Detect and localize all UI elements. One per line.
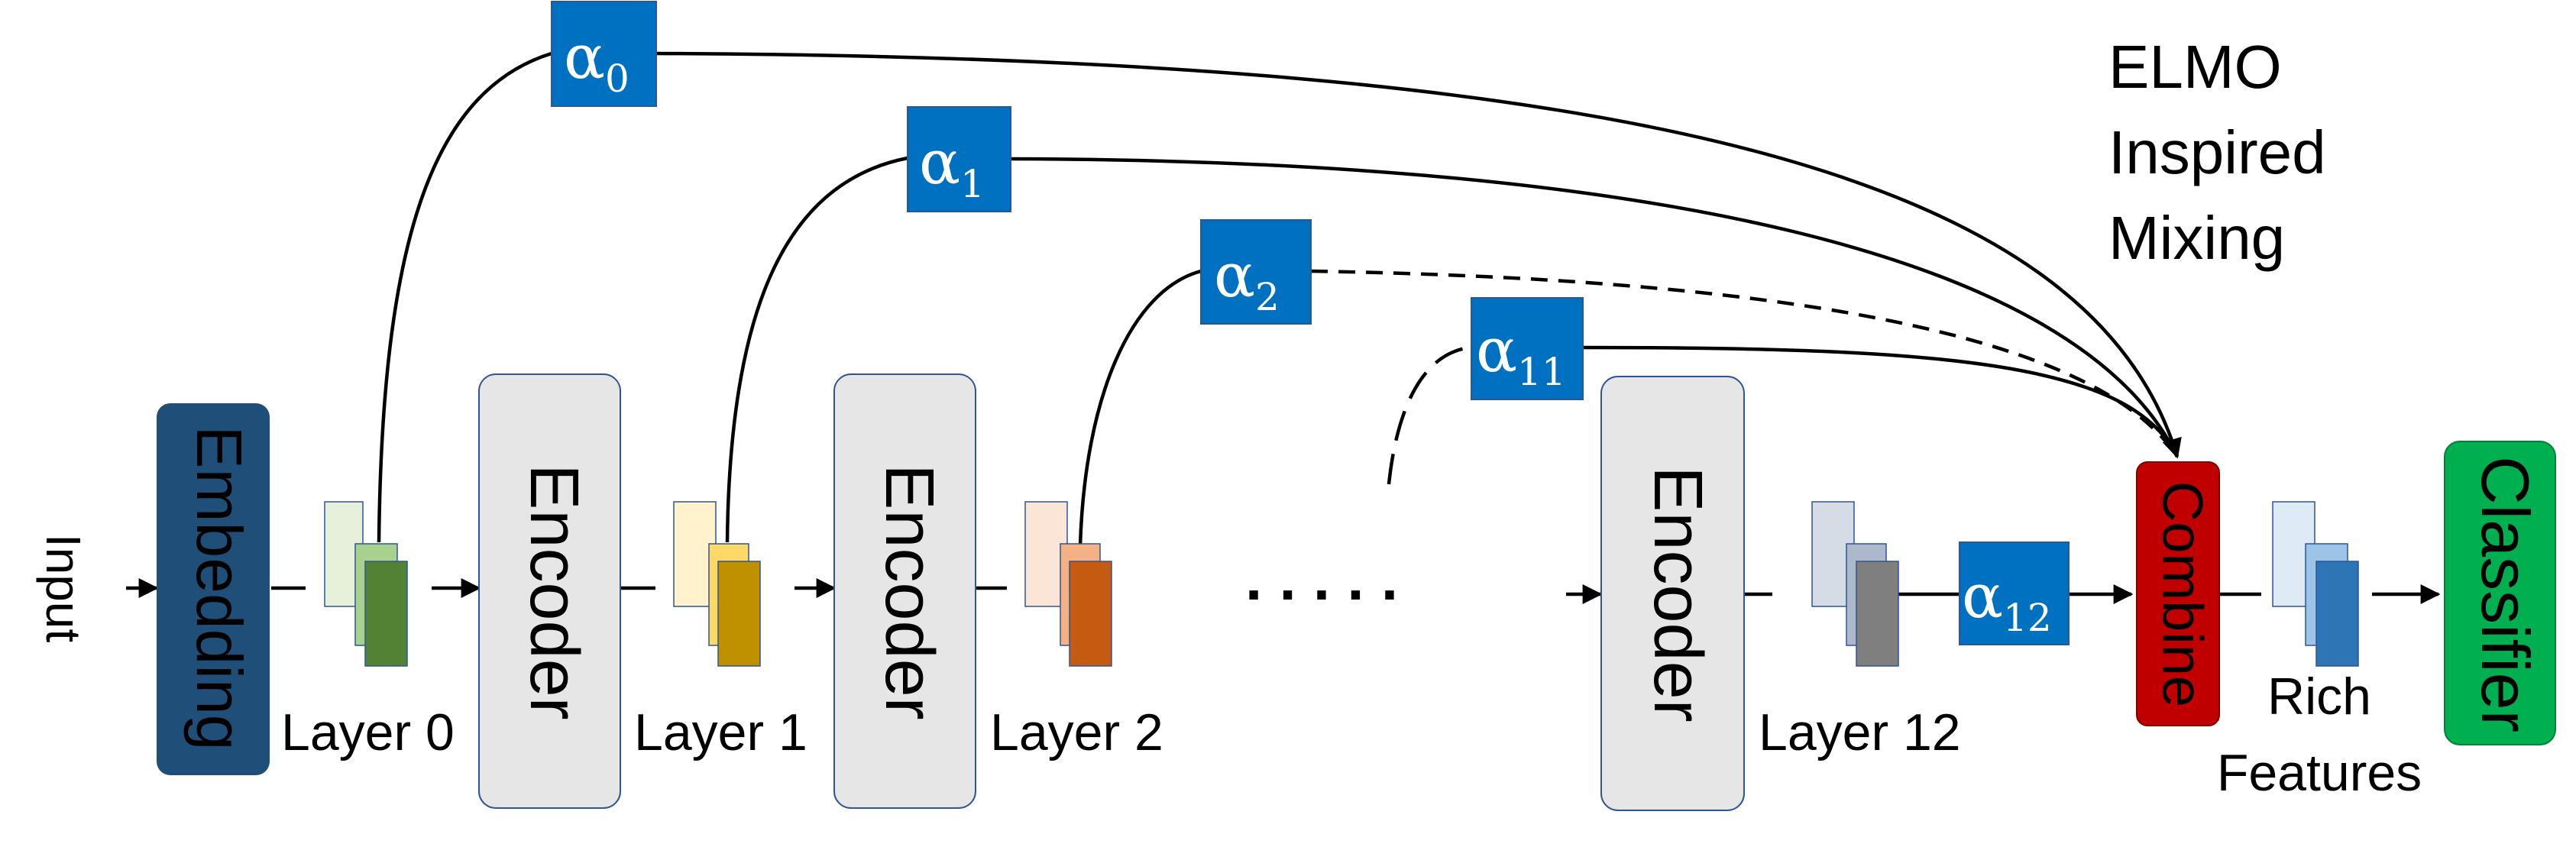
alpha-subscript: 12: [2003, 596, 2052, 640]
encoder-block-2: Encoder: [833, 373, 976, 809]
connector-layer2-alpha2: [1078, 269, 1202, 547]
alpha-1-box: α1: [907, 106, 1011, 212]
alpha-symbol: α: [1962, 561, 2003, 632]
encoder-label: Encoder: [1639, 466, 1716, 722]
rich-features-label-line1: Rich: [2267, 668, 2371, 726]
encoder-label: Encoder: [516, 464, 592, 719]
curve-alpha11-combine: [1582, 345, 2180, 457]
layer-12-stack: [1811, 501, 1899, 667]
alpha-2-box: α2: [1200, 219, 1312, 325]
alpha-symbol: α: [1476, 315, 1517, 386]
input-label: Input: [36, 534, 91, 643]
title-line-1: ELMO: [2108, 33, 2282, 101]
title-line-3: Mixing: [2108, 204, 2285, 272]
layer-1-sheet-front: [717, 561, 761, 667]
connector-layer0-alpha0: [377, 51, 552, 543]
encoder-block-3: Encoder: [1600, 376, 1745, 811]
layer-0-label: Layer 0: [281, 703, 455, 761]
layer-2-sheet-front: [1069, 561, 1112, 667]
combine-block: Combine: [2136, 461, 2220, 726]
rich-sheet-front: [2315, 561, 2359, 667]
encoder-block-1: Encoder: [478, 373, 621, 809]
layer-to-alpha-connectors: [377, 51, 1472, 547]
svg-text:α1: α1: [919, 127, 985, 206]
alpha-subscript: 11: [1517, 350, 1566, 394]
classifier-block: Classifier: [2444, 441, 2556, 745]
svg-text:α12: α12: [1962, 561, 2052, 640]
alpha-subscript: 0: [605, 57, 629, 101]
svg-text:α0: α0: [564, 21, 629, 101]
svg-text:α11: α11: [1476, 315, 1566, 394]
svg-text:α2: α2: [1214, 240, 1280, 319]
layer-2-stack: [1024, 501, 1112, 667]
combine-label: Combine: [2150, 481, 2214, 707]
alpha-symbol: α: [564, 21, 605, 92]
title-line-2: Inspired: [2108, 118, 2326, 186]
alpha-subscript: 2: [1255, 275, 1280, 319]
alpha-to-combine-connectors: [655, 51, 2182, 459]
rich-features-stack: [2272, 501, 2359, 667]
layer-12-label: Layer 12: [1759, 703, 1961, 761]
curve-alpha1-combine: [1010, 157, 2180, 457]
connector-dashed-alpha11: [1387, 345, 1472, 485]
diagram-title: ELMO Inspired Mixing: [2108, 33, 2326, 272]
layer-2-label: Layer 2: [990, 703, 1163, 761]
ellipsis: . . . . .: [1245, 545, 1398, 613]
alpha-symbol: α: [919, 127, 960, 198]
alpha-subscript: 1: [960, 162, 985, 206]
layer-1-stack: [673, 501, 761, 667]
connector-layer1-alpha1: [725, 156, 908, 543]
alpha-0-box: α0: [551, 1, 657, 107]
embedding-block: Embedding: [157, 403, 270, 775]
encoder-label: Encoder: [871, 464, 947, 719]
classifier-label: Classifier: [2468, 456, 2543, 732]
embedding-label: Embedding: [183, 426, 255, 751]
layer-0-stack: [324, 501, 408, 667]
layer-1-label: Layer 1: [634, 703, 807, 761]
flow-lines: [126, 578, 2441, 604]
curve-alpha0-combine: [655, 51, 2182, 459]
alpha-11-box: α11: [1471, 297, 1584, 400]
layer-0-sheet-front: [364, 561, 408, 667]
layer-12-sheet-front: [1856, 561, 1899, 667]
rich-features-label-line2: Features: [2217, 744, 2422, 802]
alpha-12-box: α12: [1959, 541, 2070, 645]
alpha-symbol: α: [1214, 240, 1255, 311]
